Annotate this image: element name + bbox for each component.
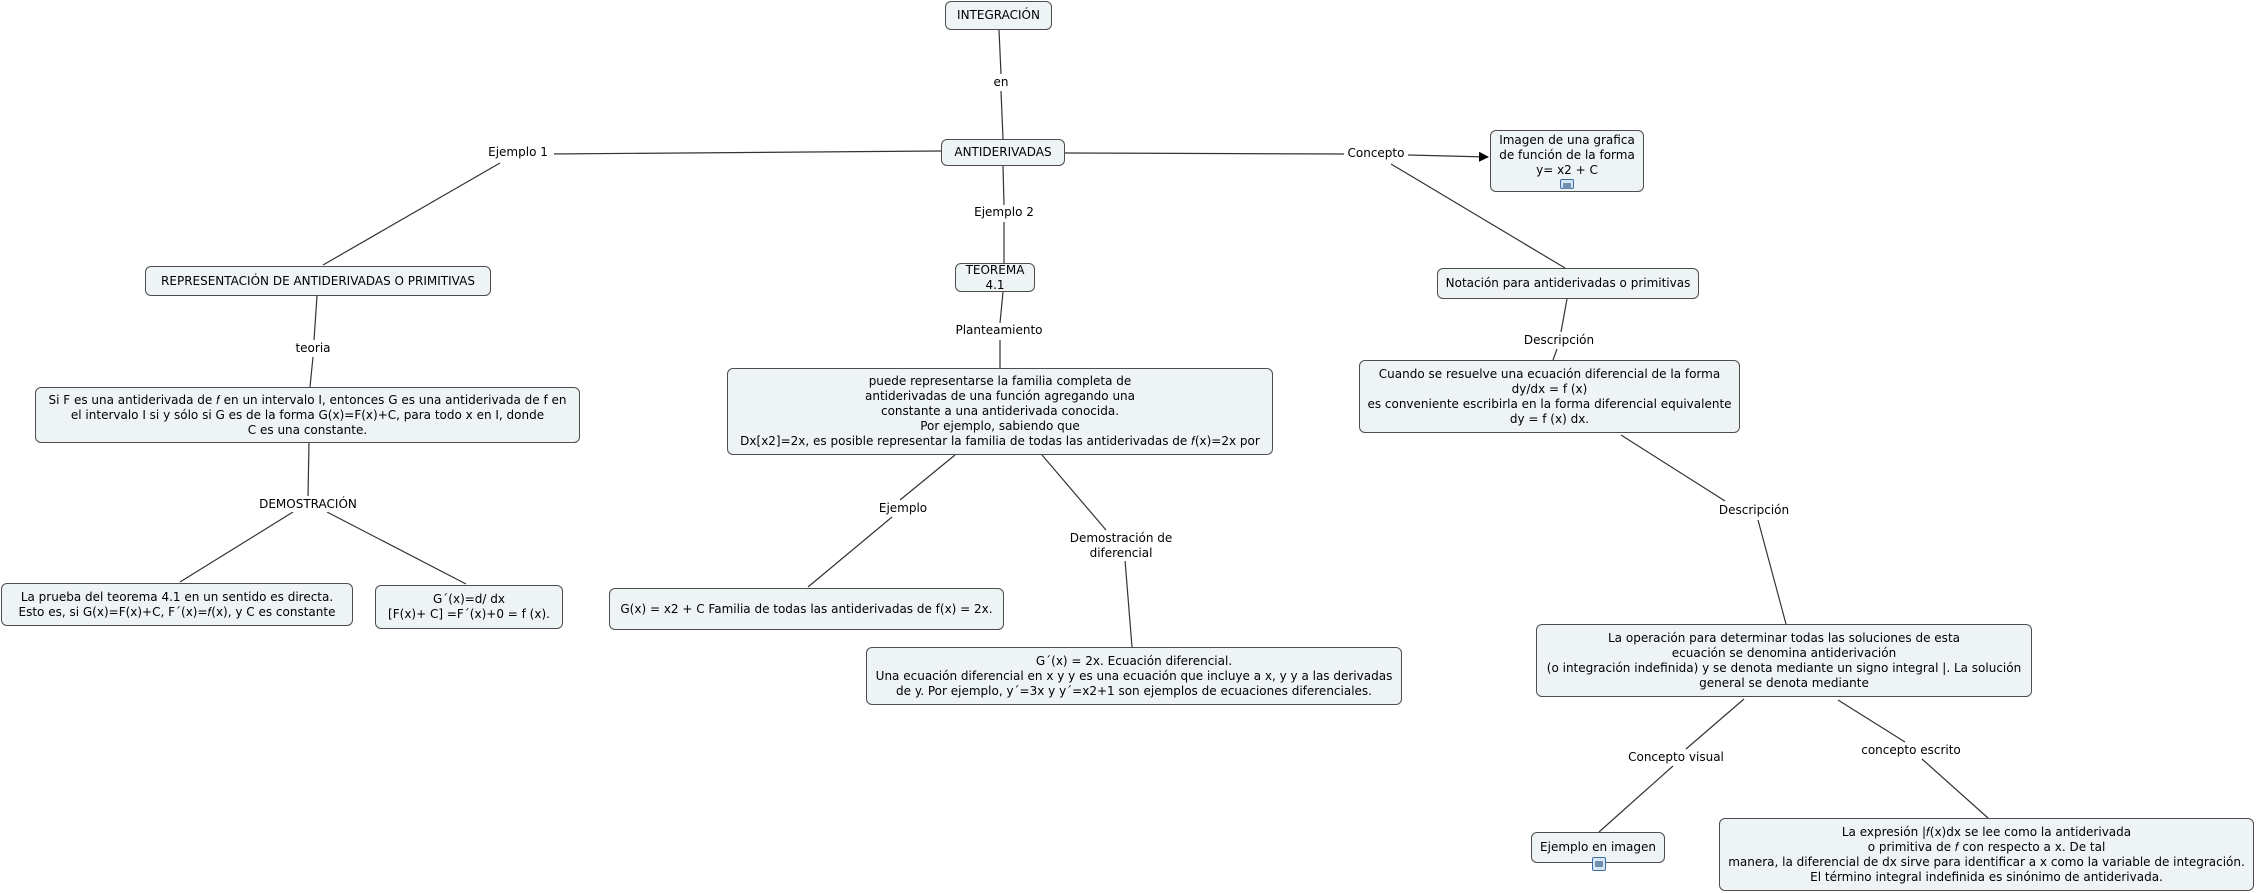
node-teorema[interactable]: TEOREMA 4.1 bbox=[955, 263, 1035, 292]
link-label-teoria: teoria bbox=[294, 341, 332, 356]
node-expresion-line: o primitiva de 𝑓 con respecto a x. De ta… bbox=[1867, 839, 2106, 854]
link-label-ejemplo: Ejemplo bbox=[875, 501, 931, 516]
node-antiderivadas[interactable]: ANTIDERIVADAS bbox=[941, 139, 1065, 166]
link-label-descripcion: Descripción bbox=[1716, 503, 1792, 518]
link-line bbox=[1124, 559, 1133, 648]
link-line bbox=[307, 442, 310, 497]
link-line bbox=[1921, 758, 1989, 819]
node-ejemplo-imagen[interactable]: Ejemplo en imagen bbox=[1531, 832, 1665, 871]
node-puede-line: Dx[x2]=2x, es posible representar la fam… bbox=[740, 434, 1260, 448]
link-line bbox=[1407, 151, 1489, 162]
node-gprima2-line: G´(x) = 2x. Ecuación diferencial. bbox=[1035, 653, 1233, 668]
link-line bbox=[807, 516, 893, 588]
link-label-concepto-escrito: concepto escrito bbox=[1857, 743, 1965, 758]
link-line bbox=[313, 295, 318, 341]
node-cuando-line: Cuando se resuelve una ecuación diferenc… bbox=[1378, 366, 1721, 381]
link-line bbox=[899, 454, 956, 501]
node-si-f-line: Si F es una antiderivada de 𝑓 en un inte… bbox=[48, 392, 567, 407]
node-integracion-text: INTEGRACIÓN bbox=[957, 8, 1040, 22]
node-gprima-line: G´(x)=d/ dx bbox=[432, 592, 505, 606]
link-line bbox=[179, 511, 294, 583]
link-line bbox=[1390, 163, 1566, 269]
link-line bbox=[322, 162, 501, 266]
node-imagen-line: de función de la forma bbox=[1499, 148, 1635, 162]
node-operacion-line: (o integración indefinida) y se denota m… bbox=[1546, 660, 2022, 675]
node-antiderivadas-text: ANTIDERIVADAS bbox=[954, 145, 1052, 159]
node-gprima-line: [F(x)+ C] =F´(x)+0 = f (x). bbox=[388, 607, 550, 621]
node-expresion-line: manera, la diferencial de dx sirve para … bbox=[1728, 854, 2245, 869]
node-puede-line: constante a una antiderivada conocida. bbox=[880, 404, 1120, 418]
link-line bbox=[1560, 298, 1568, 333]
node-gx[interactable]: G(x) = x2 + C Familia de todas las antid… bbox=[609, 588, 1004, 630]
link-line bbox=[1041, 454, 1107, 531]
node-si-f[interactable]: Si F es una antiderivada de 𝑓 en un inte… bbox=[35, 387, 580, 443]
link-label-planteamiento: Planteamiento bbox=[953, 323, 1045, 338]
link-label-en: en bbox=[988, 75, 1014, 90]
node-puede-line: puede representarse la familia completa … bbox=[868, 374, 1132, 388]
image-icon[interactable] bbox=[1592, 857, 1606, 871]
link-line bbox=[998, 29, 1002, 75]
node-imagen-line: Imagen de una grafica bbox=[1499, 133, 1635, 147]
node-gprima2[interactable]: G´(x) = 2x. Ecuación diferencial. Una ec… bbox=[866, 647, 1402, 705]
node-expresion-line: La expresión |𝑓(x)dx se lee como la anti… bbox=[1841, 824, 2132, 839]
node-gprima[interactable]: G´(x)=d/ dx [F(x)+ C] =F´(x)+0 = f (x). bbox=[375, 585, 563, 629]
node-si-f-line: C es una constante. bbox=[247, 422, 368, 437]
link-line bbox=[548, 150, 942, 155]
node-cuando[interactable]: Cuando se resuelve una ecuación diferenc… bbox=[1359, 360, 1740, 433]
node-puede[interactable]: puede representarse la familia completa … bbox=[727, 368, 1273, 455]
node-cuando-line: dy/dx = f (x) bbox=[1511, 381, 1588, 396]
link-line bbox=[309, 356, 314, 388]
node-operacion[interactable]: La operación para determinar todas las s… bbox=[1536, 624, 2032, 697]
node-expresion-line: El término integral indefinida es sinóni… bbox=[1810, 869, 2163, 884]
link-line bbox=[1002, 165, 1005, 206]
link-line bbox=[1837, 699, 1906, 743]
node-operacion-line: La operación para determinar todas las s… bbox=[1608, 630, 1960, 645]
node-gprima2-line: de y. Por ejemplo, y´=3x y y´=x2+1 son e… bbox=[896, 683, 1372, 698]
node-ejemplo-imagen-text: Ejemplo en imagen bbox=[1540, 840, 1656, 854]
node-teorema-text: TEOREMA 4.1 bbox=[965, 262, 1025, 292]
node-imagen-grafica[interactable]: Imagen de una grafica de función de la f… bbox=[1490, 130, 1644, 192]
node-si-f-line: el intervalo I si y sólo si G es de la f… bbox=[70, 407, 545, 422]
link-line bbox=[1064, 152, 1347, 155]
node-notacion-text: Notación para antiderivadas o primitivas bbox=[1445, 276, 1691, 290]
node-expresion[interactable]: La expresión |𝑓(x)dx se lee como la anti… bbox=[1719, 818, 2254, 891]
node-imagen-line: y= x2 + C bbox=[1536, 163, 1598, 177]
node-representacion-text: REPRESENTACIÓN DE ANTIDERIVADAS O PRIMIT… bbox=[161, 273, 475, 288]
node-cuando-line: dy = f (x) dx. bbox=[1509, 411, 1590, 426]
link-label-descripcion: Descripción bbox=[1521, 333, 1597, 348]
node-operacion-line: ecuación se denomina antiderivación bbox=[1671, 645, 1897, 660]
link-line bbox=[1757, 519, 1787, 625]
node-puede-line: antiderivadas de una función agregando u… bbox=[864, 389, 1136, 403]
link-line bbox=[1598, 765, 1674, 833]
node-puede-line: Por ejemplo, sabiendo que bbox=[920, 419, 1080, 433]
link-label-demostracion: DEMOSTRACIÓN bbox=[255, 497, 361, 512]
node-cuando-line: es conveniente escribirla en la forma di… bbox=[1367, 396, 1732, 411]
link-line bbox=[1620, 434, 1726, 502]
link-line bbox=[1685, 698, 1745, 750]
link-label-ejemplo2: Ejemplo 2 bbox=[970, 205, 1038, 220]
link-line bbox=[999, 291, 1004, 324]
node-prueba[interactable]: La prueba del teorema 4.1 en un sentido … bbox=[1, 583, 353, 626]
link-label-concepto: Concepto bbox=[1344, 146, 1408, 161]
node-gprima2-line: Una ecuación diferencial en x y y es una… bbox=[875, 668, 1393, 683]
node-prueba-line: La prueba del teorema 4.1 en un sentido … bbox=[20, 589, 334, 604]
node-prueba-line: Esto es, si G(x)=F(x)+C, F´(x)=𝑓(x), y C… bbox=[18, 604, 336, 619]
link-line bbox=[1000, 90, 1004, 140]
link-label-demostracion-diferencial: Demostración de diferencial bbox=[1066, 531, 1176, 561]
node-notacion[interactable]: Notación para antiderivadas o primitivas bbox=[1437, 268, 1699, 299]
link-label-ejemplo1: Ejemplo 1 bbox=[482, 145, 554, 160]
link-label-demostracion-diferencial-line: diferencial bbox=[1089, 546, 1153, 560]
link-label-demostracion-diferencial-line: Demostración de bbox=[1069, 531, 1173, 545]
node-gx-text: G(x) = x2 + C Familia de todas las antid… bbox=[620, 601, 993, 616]
image-icon[interactable] bbox=[1560, 179, 1574, 189]
link-label-concepto-visual: Concepto visual bbox=[1624, 750, 1728, 765]
link-line bbox=[326, 511, 467, 585]
node-operacion-line: general se denota mediante bbox=[1699, 675, 1869, 690]
node-representacion[interactable]: REPRESENTACIÓN DE ANTIDERIVADAS O PRIMIT… bbox=[145, 266, 491, 296]
node-integracion[interactable]: INTEGRACIÓN bbox=[945, 1, 1052, 30]
link-line bbox=[1552, 348, 1558, 361]
